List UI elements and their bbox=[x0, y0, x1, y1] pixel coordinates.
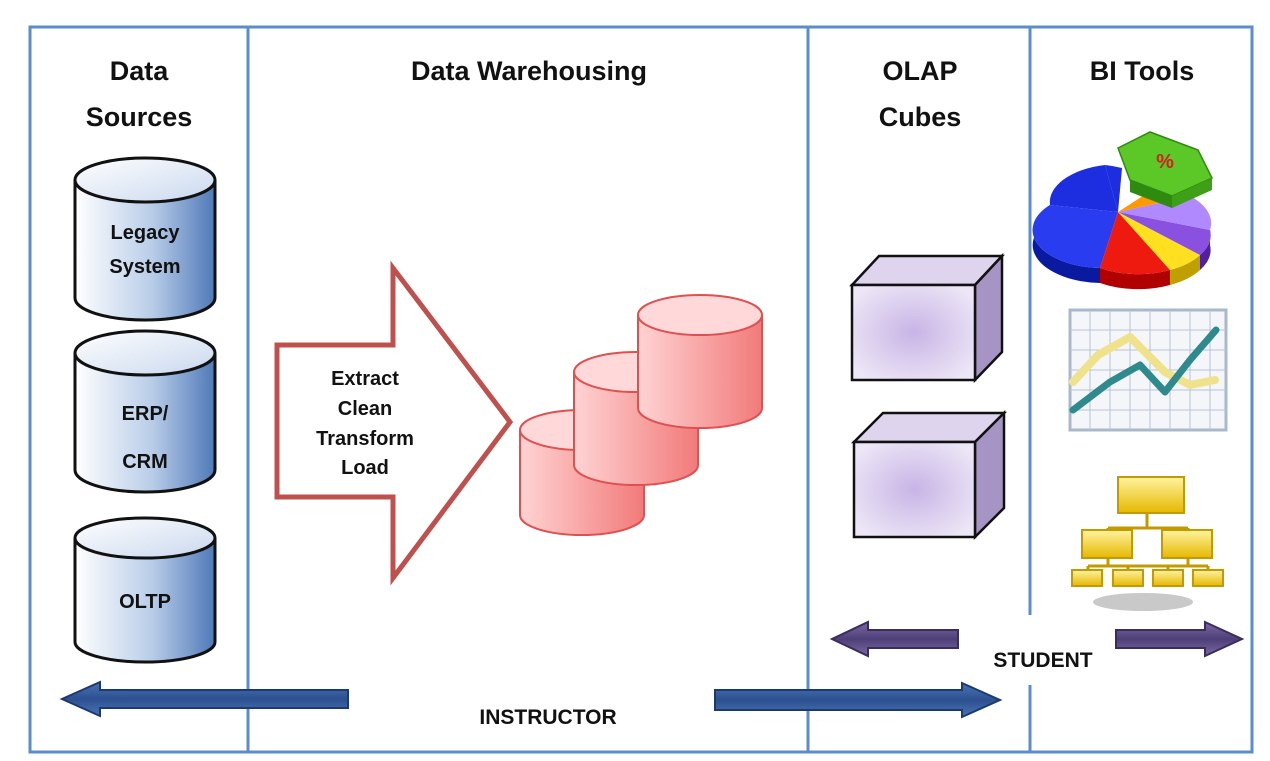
line-chart-icon bbox=[1068, 308, 1228, 432]
etl-extract: Extract bbox=[331, 368, 399, 390]
legacy-label-1: Legacy bbox=[111, 222, 181, 244]
data-sources-title-2: Sources bbox=[86, 102, 193, 132]
etl-clean: Clean bbox=[338, 398, 392, 420]
instructor-arrow-left bbox=[59, 680, 349, 718]
bi-tools-title: BI Tools bbox=[1090, 56, 1195, 86]
etl-load: Load bbox=[341, 457, 389, 479]
oltp-label: OLTP bbox=[119, 591, 171, 613]
frame bbox=[28, 25, 1254, 754]
olap-cube-icon-2 bbox=[850, 409, 1008, 541]
instructor-label: INSTRUCTOR bbox=[479, 706, 616, 729]
oltp-db-icon: OLTP bbox=[73, 516, 217, 664]
student-arrow-left bbox=[829, 620, 959, 658]
erp-label-1: ERP/ bbox=[122, 403, 169, 425]
legacy-label-2: System bbox=[109, 256, 180, 278]
org-chart-icon bbox=[1071, 476, 1224, 611]
olap-title-2: Cubes bbox=[879, 102, 962, 132]
legacy-system-db-icon: Legacy System bbox=[73, 156, 217, 322]
column-titles: Data Sources Data Warehousing OLAP Cubes… bbox=[86, 56, 1195, 132]
warehouse-db-3 bbox=[637, 294, 763, 429]
warehouse-db-icon bbox=[519, 294, 763, 536]
etl-transform: Transform bbox=[316, 428, 414, 450]
student-arrow-right bbox=[1115, 620, 1245, 658]
data-sources-title-1: Data bbox=[110, 56, 170, 86]
etl-arrow: Extract Clean Transform Load bbox=[274, 260, 514, 586]
erp-crm-db-icon: ERP/ CRM bbox=[73, 329, 217, 494]
olap-cube-icon-1 bbox=[849, 252, 1005, 384]
erp-label-2: CRM bbox=[122, 451, 168, 473]
pie-chart-icon: % bbox=[1032, 131, 1214, 290]
data-warehousing-title: Data Warehousing bbox=[411, 56, 647, 86]
instructor-arrow-right bbox=[714, 681, 1003, 719]
outer-border bbox=[28, 25, 1254, 754]
olap-title-1: OLAP bbox=[882, 56, 957, 86]
svg-text:%: % bbox=[1156, 151, 1174, 173]
student-label: STUDENT bbox=[993, 649, 1092, 672]
